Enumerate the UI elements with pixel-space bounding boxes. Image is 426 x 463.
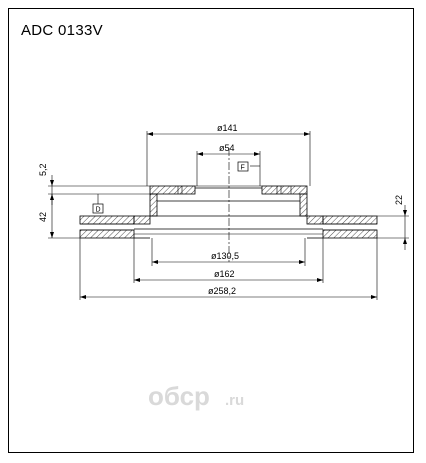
dim-d162: ø162 <box>214 269 235 279</box>
dim-d130-5: ø130,5 <box>211 251 239 261</box>
watermark-domain: .ru <box>225 392 244 409</box>
dimension-arrows <box>50 132 407 299</box>
datum-d-label: D <box>96 207 101 214</box>
dim-d54: ø54 <box>219 143 235 153</box>
dim-thickness-22: 22 <box>394 195 404 205</box>
dim-thickness-5-2: 5,2 <box>38 163 48 176</box>
dim-d141: ø141 <box>217 123 238 133</box>
datum-d-box <box>92 203 104 214</box>
drawing-frame <box>8 8 414 453</box>
dimension-lines <box>48 131 409 300</box>
dim-height-42: 42 <box>38 212 48 222</box>
part-number-title: ADC 0133V <box>21 22 103 39</box>
datum-f-box <box>237 161 249 172</box>
datum-f-label: F <box>241 165 245 172</box>
disc-section <box>79 185 378 239</box>
watermark-logo: oбсp <box>148 381 210 411</box>
dim-d258-2: ø258,2 <box>208 286 236 296</box>
